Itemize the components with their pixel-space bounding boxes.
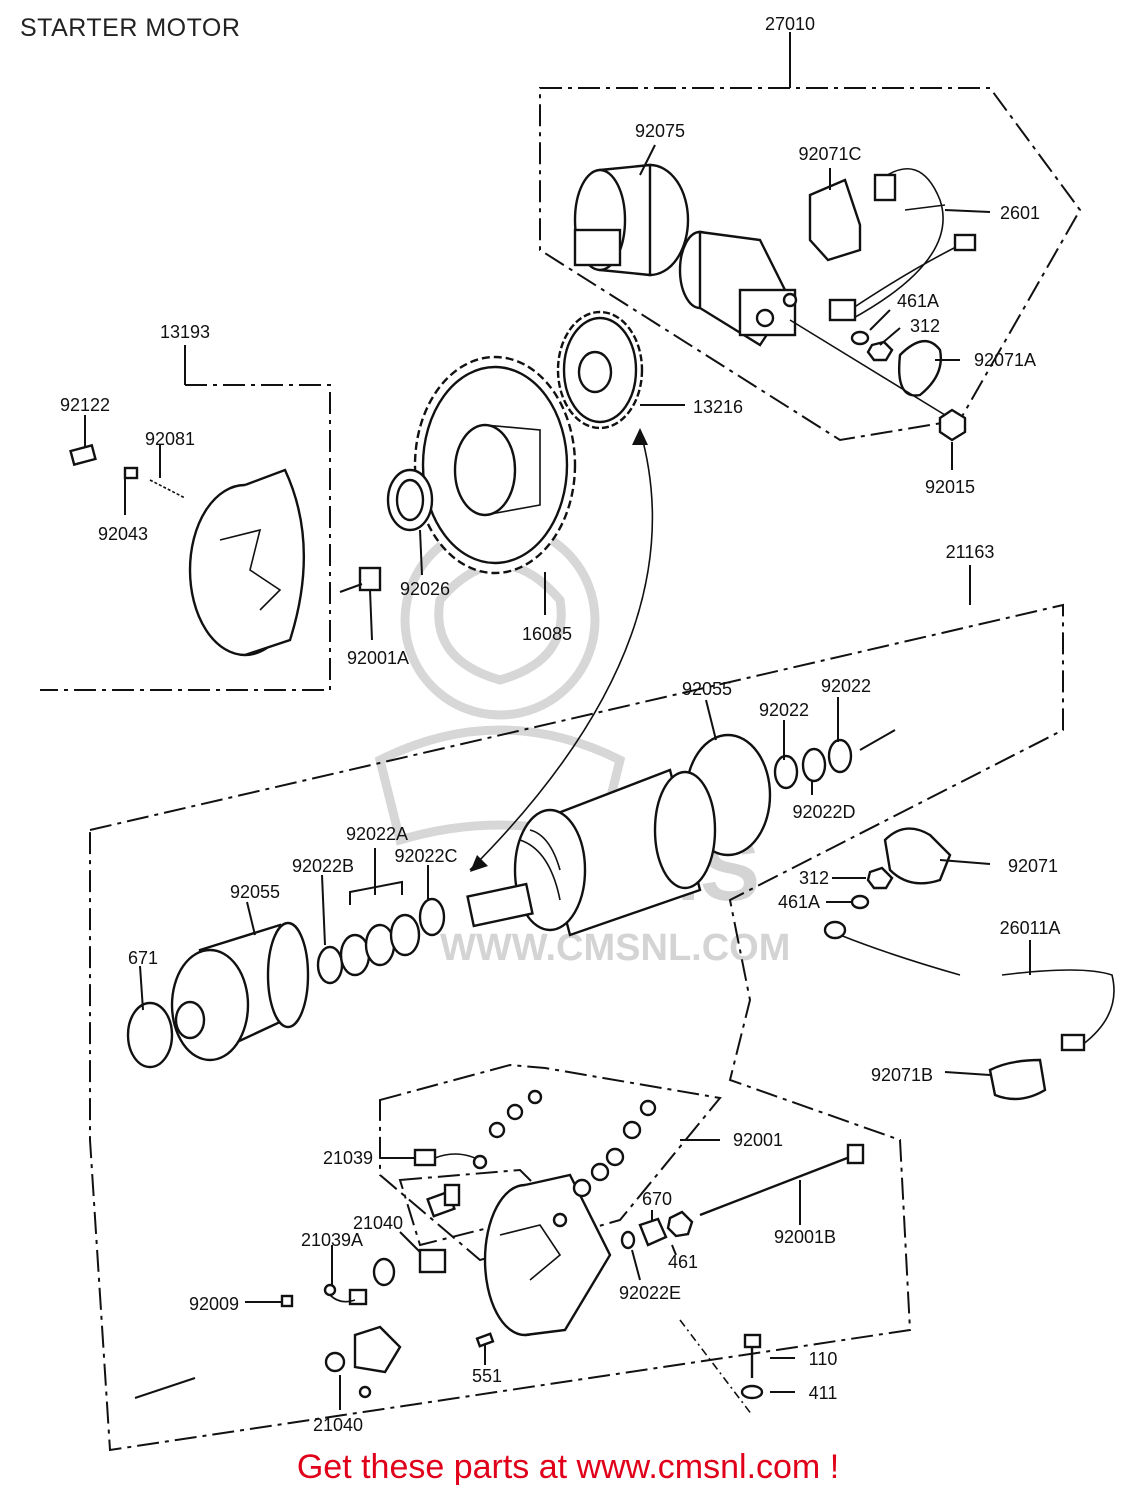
gear-13216: [556, 310, 644, 430]
part-label-92071b: 92071B: [871, 1065, 933, 1085]
part-label-21163: 21163: [946, 542, 995, 562]
watermark-url: WWW.CMSNL.COM: [440, 927, 790, 969]
nut-stack: [488, 1089, 720, 1228]
part-label-92043: 92043: [98, 524, 148, 544]
rear-cover-parts: [134, 1089, 865, 1416]
part-label-21039: 21039: [323, 1148, 373, 1168]
armature: [466, 768, 717, 937]
part-label-27010: 27010: [765, 14, 815, 34]
part-label-551: 551: [472, 1366, 502, 1386]
part-label-461: 461: [668, 1252, 698, 1272]
solenoid-parts: [573, 163, 977, 442]
part-label-92071c: 92071C: [798, 144, 861, 164]
part-label-21040: 21040: [353, 1213, 403, 1233]
part-label-92022: 92022: [759, 700, 809, 720]
part-label-312: 312: [910, 316, 940, 336]
part-label-92001: 92001: [733, 1130, 783, 1150]
part-label-92026: 92026: [400, 579, 450, 599]
part-label-92122: 92122: [60, 395, 110, 415]
part-label-13216: 13216: [693, 397, 743, 417]
part-label-92001a: 92001A: [347, 648, 409, 668]
motor-parts: [126, 428, 1115, 1101]
part-label-92055: 92055: [230, 882, 280, 902]
part-label-312: 312: [799, 868, 829, 888]
gear-16085: [413, 355, 577, 575]
part-label-92081: 92081: [145, 429, 195, 449]
part-label-92022c: 92022C: [394, 846, 457, 866]
front-cover: [126, 921, 310, 1069]
part-label-92022e: 92022E: [619, 1283, 681, 1303]
footer-link[interactable]: Get these parts at www.cmsnl.com !: [296, 1448, 840, 1486]
part-label-21040: 21040: [313, 1415, 363, 1435]
part-label-92075: 92075: [635, 121, 685, 141]
part-label-26011a: 26011A: [1000, 918, 1061, 938]
part-label-16085: 16085: [522, 624, 572, 644]
part-label-92022b: 92022B: [292, 856, 354, 876]
part-label-461a: 461A: [897, 291, 939, 311]
part-label-411: 411: [809, 1383, 838, 1403]
clutch-parts: [69, 443, 382, 657]
leader-lines: [84, 144, 1031, 1410]
part-label-92071: 92071: [1008, 856, 1058, 876]
part-label-92055: 92055: [682, 679, 732, 699]
part-label-92022a: 92022A: [346, 824, 408, 844]
part-label-110: 110: [809, 1349, 838, 1369]
part-label-2601: 2601: [1000, 203, 1040, 223]
part-label-671: 671: [128, 948, 158, 968]
part-label-92001b: 92001B: [774, 1227, 836, 1247]
gears: [386, 310, 644, 575]
part-label-92071a: 92071A: [974, 350, 1036, 370]
part-label-92015: 92015: [925, 477, 975, 497]
part-label-13193: 13193: [160, 322, 210, 342]
part-label-92022d: 92022D: [792, 802, 855, 822]
part-label-670: 670: [642, 1189, 672, 1209]
part-labels: 27010 92075 92071C 2601 461A 312 92071A 92015 13…: [60, 14, 1060, 1435]
part-label-92022: 92022: [821, 676, 871, 696]
part-label-461a: 461A: [778, 892, 820, 912]
page-title: STARTER MOTOR: [20, 14, 241, 42]
part-label-92009: 92009: [189, 1294, 239, 1314]
part-label-21039a: 21039A: [301, 1230, 363, 1250]
